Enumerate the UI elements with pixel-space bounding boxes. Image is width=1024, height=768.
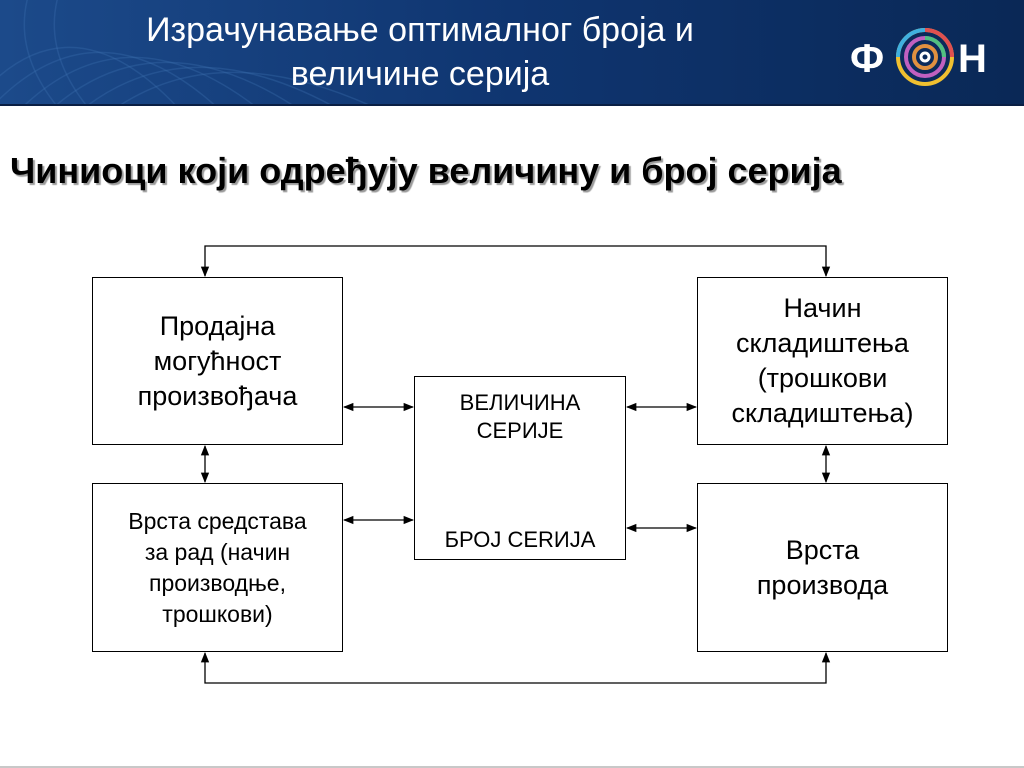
logo-circle-icon — [896, 28, 954, 86]
box-means-of-work: Врста средстава за рад (начин производње… — [92, 483, 343, 652]
slide-header: Израчунавање оптималног броја и величине… — [0, 0, 1024, 106]
center-label-size: ВЕЛИЧИНА СЕРИЈЕ — [459, 390, 581, 443]
box-storage-method: Начин складиштења (трошкови складиштења) — [697, 277, 948, 445]
slide-title: Израчунавање оптималног броја и величине… — [146, 11, 694, 93]
box-series-size-count: ВЕЛИЧИНА СЕРИЈЕ БРОЈ СЕRИЈА — [414, 376, 626, 560]
logo-letter-f: Ф — [850, 37, 884, 81]
center-label-count: БРОЈ СЕRИЈА — [444, 527, 596, 552]
box-product-type: Врста производа — [697, 483, 948, 652]
slide-subtitle: Чиниоци који одређују величину и број се… — [10, 150, 842, 191]
connector-bottom-loop — [200, 651, 831, 684]
fon-logo: Ф Н — [850, 28, 987, 86]
slide-bottom-border — [0, 766, 1024, 768]
logo-letter-n: Н — [958, 37, 987, 81]
box-sales-capability: Продајна могућност произвођача — [92, 277, 343, 445]
connector-top-loop — [200, 245, 831, 278]
header-background-swirls — [0, 0, 1024, 106]
